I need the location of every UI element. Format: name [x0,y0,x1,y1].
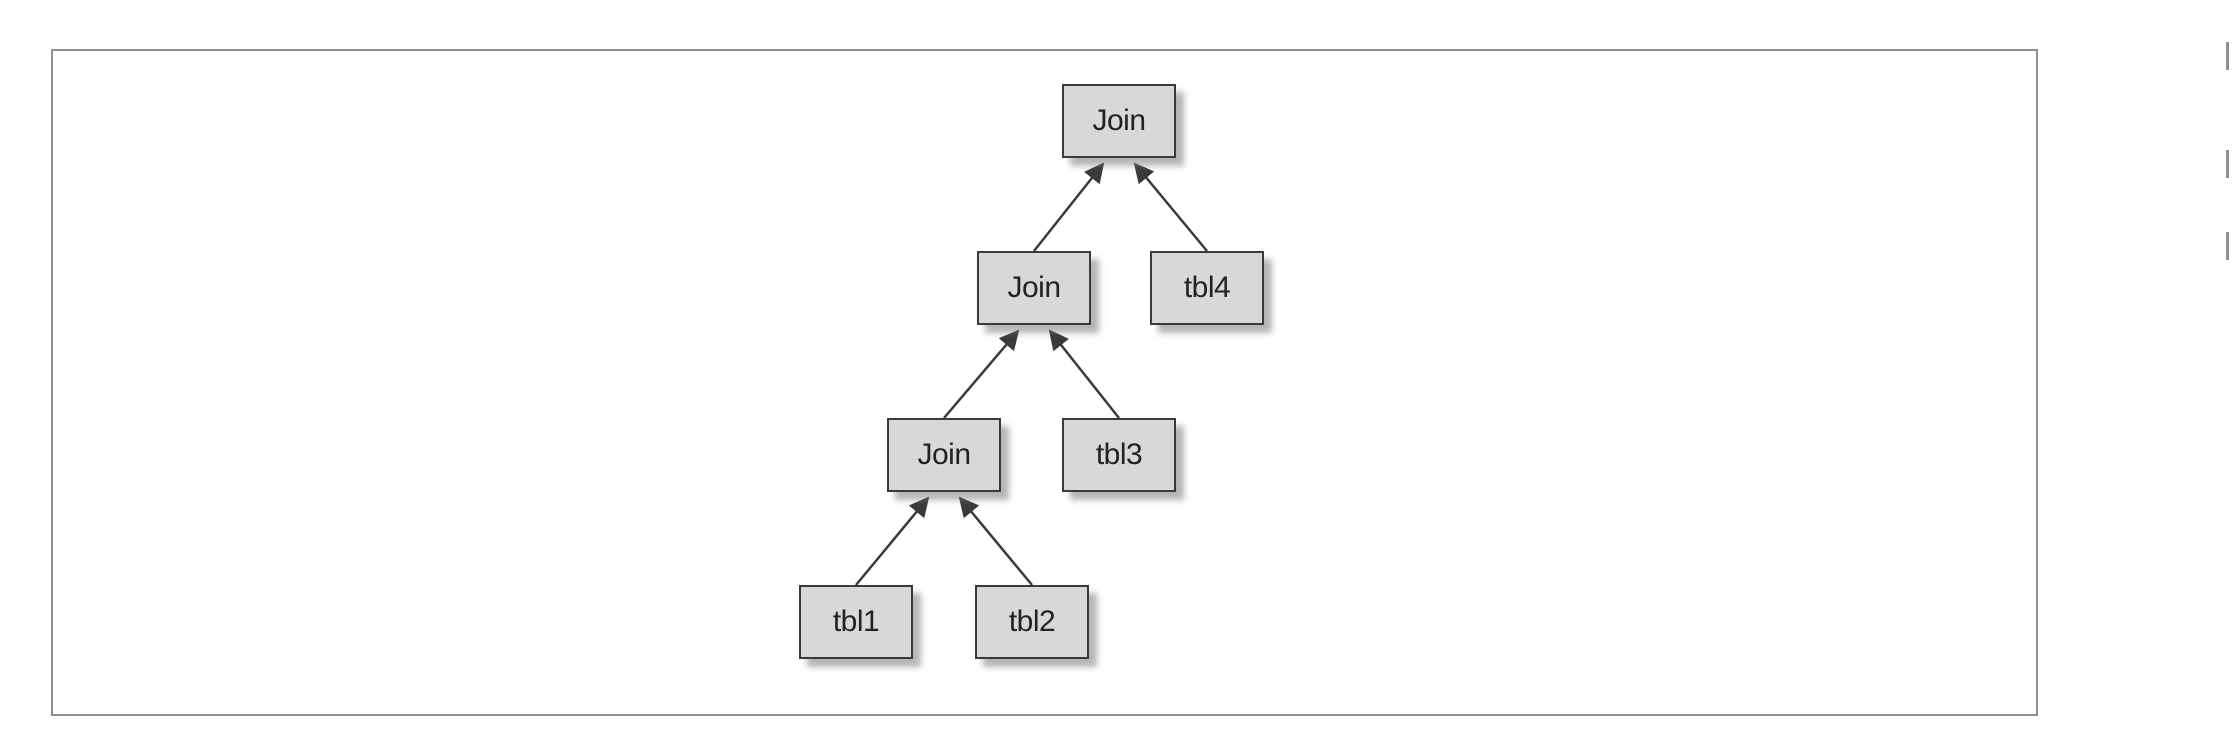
page-edge-mark [2226,150,2236,178]
table-node-tbl1: tbl1 [799,585,913,659]
page-edge-mark [2226,232,2236,260]
page-edge-mark [2226,42,2236,70]
table-node-tbl2: tbl2 [975,585,1089,659]
edge-arrow-join-bottom-to-join-mid [943,329,1020,419]
edge-arrow-tbl4-to-join-top [1133,162,1208,252]
edge-arrow-tbl2-to-join-bottom [958,496,1033,586]
edge-arrow-join-mid-to-join-top [1033,162,1105,252]
edge-arrow-tbl1-to-join-bottom [855,496,930,586]
join-node-bottom: Join [887,418,1001,492]
table-node-tbl3: tbl3 [1062,418,1176,492]
join-node-middle: Join [977,251,1091,325]
join-node-top: Join [1062,84,1176,158]
table-node-tbl4: tbl4 [1150,251,1264,325]
edge-arrow-tbl3-to-join-mid [1048,329,1120,419]
